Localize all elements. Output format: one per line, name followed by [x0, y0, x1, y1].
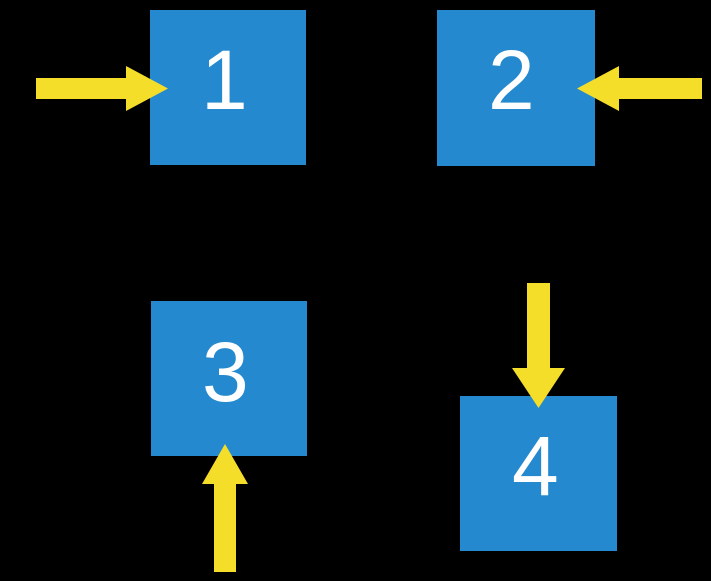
box-4-label: 4 [512, 419, 559, 513]
arrow-left-icon [577, 66, 702, 111]
arrow-right-icon [36, 66, 168, 111]
box-2-label: 2 [488, 33, 535, 127]
box-3[interactable] [151, 301, 307, 456]
box-1-label: 1 [201, 33, 248, 127]
box-4[interactable] [460, 396, 617, 551]
box-3-label: 3 [202, 325, 249, 419]
box-1[interactable] [150, 10, 306, 165]
arrow-up-icon [202, 444, 248, 572]
arrow-down-icon [512, 283, 565, 408]
box-2[interactable] [437, 10, 595, 166]
